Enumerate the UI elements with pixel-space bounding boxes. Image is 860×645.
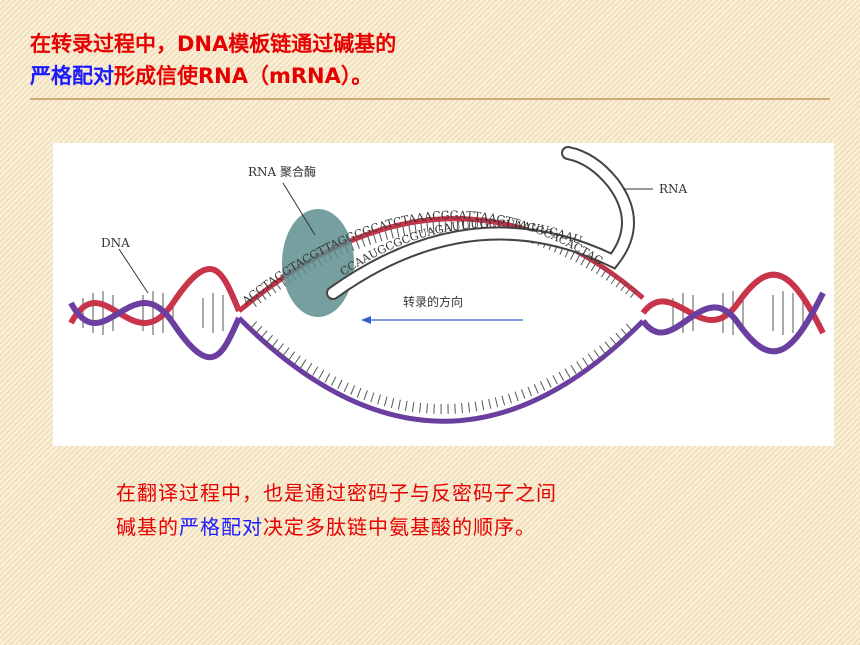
dna-helix-right xyxy=(640,271,826,355)
title-highlight: 严格配对 xyxy=(30,64,114,88)
translation-note: 在翻译过程中，也是通过密码子与反密码子之间 碱基的严格配对决定多肽链中氨基酸的顺… xyxy=(116,476,557,544)
label-rna-polymerase: RNA 聚合酶 xyxy=(248,164,316,179)
note-line2-rest: 决定多肽链中氨基酸的顺序。 xyxy=(263,515,536,539)
dna-coding-strand xyxy=(237,316,645,424)
slide-title: 在转录过程中，DNA模板链通过碱基的 严格配对形成信使RNA（mRNA）。 xyxy=(30,28,396,92)
label-rna: RNA xyxy=(659,182,688,196)
note-highlight: 严格配对 xyxy=(179,515,263,539)
transcription-illustration: ACCTAGGTACGTTAGGCGCATCTAAACGGATTAAGTTAGG… xyxy=(68,146,826,424)
title-line1: 在转录过程中，DNA模板链通过碱基的 xyxy=(30,32,397,56)
label-dna: DNA xyxy=(101,236,130,250)
label-transcription-direction: 转录的方向 xyxy=(403,294,463,309)
note-line2-pre: 碱基的 xyxy=(116,515,179,539)
transcription-diagram: ACCTAGGTACGTTAGGCGCATCTAAACGGATTAAGTTAGG… xyxy=(53,143,834,446)
title-line2: 形成信使RNA（mRNA）。 xyxy=(114,64,373,88)
title-divider xyxy=(30,98,830,100)
dna-helix-left xyxy=(68,266,242,361)
note-line1: 在翻译过程中，也是通过密码子与反密码子之间 xyxy=(116,481,557,505)
